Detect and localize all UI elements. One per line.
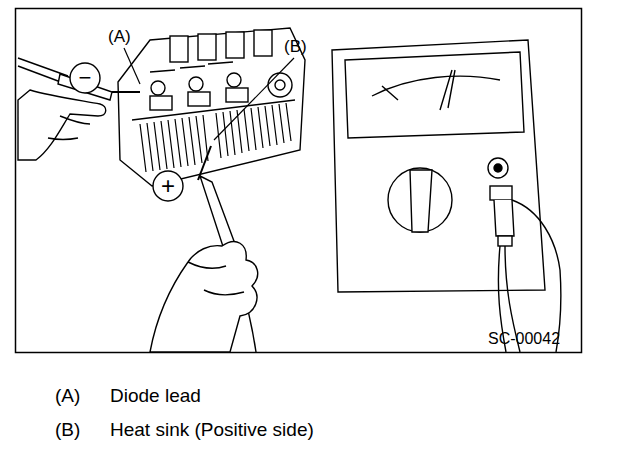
polarity-sign: − bbox=[79, 67, 92, 89]
positive-probe bbox=[150, 146, 258, 352]
leader-line bbox=[124, 48, 140, 84]
legend-letter: (B) bbox=[55, 420, 80, 439]
frame bbox=[16, 9, 582, 353]
callout-letter: (A) bbox=[108, 28, 131, 45]
part-name: Diode lead bbox=[110, 386, 201, 405]
negative-probe bbox=[18, 58, 140, 160]
figure-code: SC-00042 bbox=[488, 331, 560, 347]
polarity-sign: + bbox=[161, 174, 175, 198]
legend-letter: (A) bbox=[55, 386, 80, 405]
part-name: Heat sink (Positive side) bbox=[110, 420, 314, 439]
callout-letter: (B) bbox=[284, 38, 307, 55]
ohmmeter bbox=[332, 40, 561, 352]
leader-line bbox=[214, 58, 294, 140]
rectifier bbox=[118, 28, 305, 186]
heat-sink-fins bbox=[140, 103, 291, 172]
plus-circle bbox=[153, 171, 183, 201]
minus-circle bbox=[70, 63, 100, 93]
